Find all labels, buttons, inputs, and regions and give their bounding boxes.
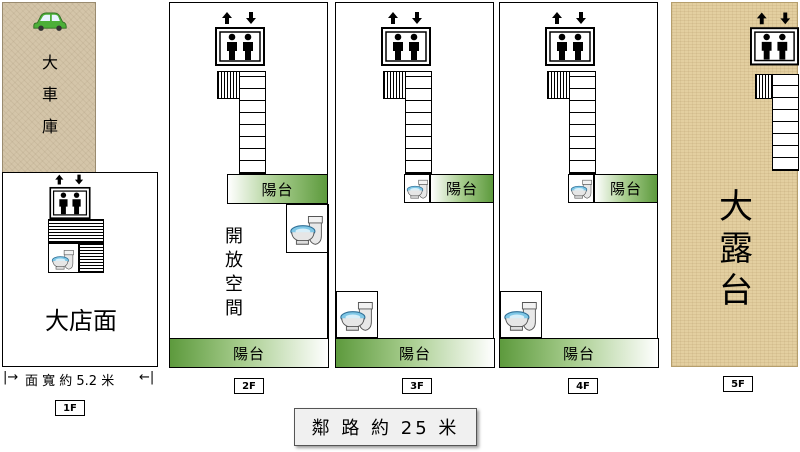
stairs-icon xyxy=(569,71,596,174)
balcony-bottom: 陽台 xyxy=(335,338,495,368)
stairs-icon xyxy=(48,219,104,243)
floor-tag-3f: 3F xyxy=(402,378,432,394)
elevator-icon xyxy=(381,5,431,71)
balcony-bottom: 陽台 xyxy=(169,338,329,368)
toilet-icon xyxy=(51,246,76,271)
open-space-label: 開 放 空 間 xyxy=(225,226,243,319)
balcony-bottom: 陽台 xyxy=(499,338,659,368)
shop-room: 大店面 xyxy=(2,172,158,367)
arrow-right-icon: ←| xyxy=(139,370,155,385)
stairs-icon xyxy=(239,71,266,174)
wall xyxy=(328,204,329,338)
restroom xyxy=(404,174,430,203)
toilet-icon xyxy=(289,210,326,247)
floor-tag-2f: 2F xyxy=(234,378,264,394)
balcony-top: 陽台 xyxy=(594,174,658,203)
stairs-icon xyxy=(217,71,240,99)
car-icon xyxy=(32,11,68,31)
floor2-plan: 陽台 開 放 空 間 陽台 xyxy=(169,2,329,368)
wall xyxy=(493,203,494,338)
restroom xyxy=(48,243,79,273)
elevator-icon xyxy=(215,5,265,71)
width-text: 面 寬 約 5.2 米 xyxy=(25,374,115,389)
arrow-left-icon: |→ xyxy=(3,370,19,385)
elevator-icon xyxy=(545,5,595,71)
restroom xyxy=(286,204,328,253)
wall xyxy=(657,203,658,338)
restroom xyxy=(500,291,542,338)
width-dimension: |→ 面 寬 約 5.2 米 ←| xyxy=(3,370,160,389)
floor4-plan: 陽台 陽台 xyxy=(499,2,659,368)
stairs-icon xyxy=(405,71,432,174)
toilet-icon xyxy=(406,176,430,200)
balcony-top: 陽台 xyxy=(430,174,494,203)
restroom xyxy=(336,291,378,338)
garage-label: 大 車 庫 xyxy=(41,53,58,136)
garage-area: 大 車 庫 xyxy=(2,2,96,174)
toilet-icon xyxy=(570,176,594,200)
toilet-icon xyxy=(339,296,376,333)
stairs-icon xyxy=(383,71,406,99)
floor3-plan: 陽台 陽台 xyxy=(335,2,495,368)
terrace-area: 大 露 台 xyxy=(671,2,799,367)
stairs-icon xyxy=(79,243,104,273)
stairs-icon xyxy=(547,71,570,99)
stairs-icon xyxy=(755,74,773,99)
elevator-icon xyxy=(750,5,799,71)
toilet-icon xyxy=(503,296,540,333)
floor-tag-5f: 5F xyxy=(723,376,753,392)
shop-label: 大店面 xyxy=(45,307,117,335)
terrace-label: 大 露 台 xyxy=(719,187,753,311)
balcony-top: 陽台 xyxy=(227,174,328,204)
road-frontage-label: 鄰 路 約 25 米 xyxy=(294,408,477,446)
stairs-icon xyxy=(772,74,799,171)
floor-tag-1f: 1F xyxy=(55,400,85,416)
restroom xyxy=(568,174,594,203)
floor-tag-4f: 4F xyxy=(568,378,598,394)
elevator-icon xyxy=(47,173,93,219)
